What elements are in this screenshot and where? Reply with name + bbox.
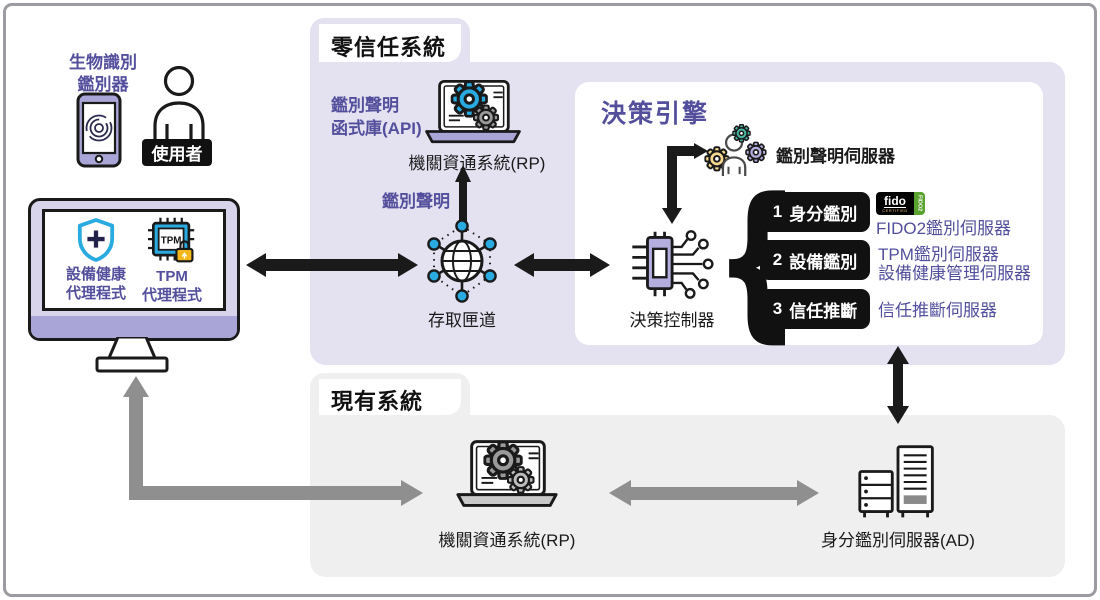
assertion-server-icon bbox=[704, 124, 767, 176]
arrow-existing-endpoint-head-up bbox=[123, 376, 149, 397]
assertion-api-label: 鑑別聲明 函式庫(API) bbox=[331, 96, 422, 138]
device-health-server-label: 設備健康管理伺服器 bbox=[878, 264, 1031, 283]
fido-logo-black: fido CERTIFIED bbox=[876, 192, 914, 215]
decision-controller-label: 決策控制器 bbox=[629, 311, 715, 330]
zero-trust-title-notch bbox=[319, 24, 461, 62]
elbow-arrow-horizontal bbox=[667, 146, 695, 156]
decision-controller-icon bbox=[632, 230, 714, 299]
tpm-server-label: TPM鑑別伺服器 bbox=[878, 245, 999, 264]
arrow-device-gateway-shaft bbox=[264, 259, 398, 271]
arrow-gateway-controller-shaft bbox=[532, 259, 590, 271]
arrow-rp-ad-shaft bbox=[629, 487, 799, 500]
monitor-screen: 設備健康 代理程式 TPM TPM 代理程式 bbox=[42, 209, 226, 311]
arrow-rp-ad-head-right bbox=[797, 480, 819, 506]
access-gateway-icon bbox=[427, 219, 497, 303]
existing-title: 現有系統 bbox=[331, 389, 424, 414]
access-gateway-label: 存取匣道 bbox=[428, 311, 496, 330]
user-label: 使用者 bbox=[142, 139, 212, 166]
phone-fingerprint-icon bbox=[76, 92, 122, 168]
ad-server-label: 身分鑑別伺服器(AD) bbox=[821, 531, 975, 550]
tpm-agent-label: TPM 代理程式 bbox=[142, 267, 203, 304]
trust-inference-server-label: 信任推斷伺服器 bbox=[878, 301, 997, 320]
existing-rp-label: 機關資通系統(RP) bbox=[438, 531, 576, 550]
svg-text:TPM: TPM bbox=[161, 235, 182, 246]
existing-rp-laptop-icon bbox=[456, 440, 558, 507]
elbow-arrow-head-down bbox=[662, 208, 682, 224]
arrow-existing-endpoint-vertical bbox=[129, 394, 143, 494]
rp-system-laptop-icon bbox=[425, 79, 521, 144]
arrow-existing-endpoint-horizontal bbox=[129, 486, 403, 500]
monitor-stand bbox=[95, 337, 169, 373]
assertion-server-label: 鑑別聲明伺服器 bbox=[776, 147, 895, 166]
tpm-chip-lock-icon: TPM bbox=[148, 217, 195, 262]
biometric-authenticator-label: 生物識別 鑑別器 bbox=[69, 53, 137, 94]
assertion-arrow-head-up bbox=[455, 165, 471, 182]
arrow-engine-ad-shaft bbox=[893, 360, 903, 408]
device-health-agent-label: 設備健康 代理程式 bbox=[65, 265, 126, 302]
arrow-device-gateway-head-left bbox=[246, 253, 266, 277]
arrow-engine-ad-head-up bbox=[887, 346, 909, 364]
elbow-arrow-vertical bbox=[667, 146, 677, 210]
tpm-agent: TPM TPM 代理程式 bbox=[142, 216, 202, 305]
zero-trust-title: 零信任系統 bbox=[331, 35, 447, 60]
arrow-gateway-controller-head-right bbox=[590, 253, 610, 277]
decision-engine-title: 決策引擎 bbox=[601, 100, 710, 128]
ad-server-icon bbox=[858, 445, 934, 518]
shield-plus-icon bbox=[77, 217, 115, 262]
rp-system-label: 機關資通系統(RP) bbox=[408, 154, 546, 173]
arrow-rp-ad-head-left bbox=[609, 480, 631, 506]
arrow-existing-endpoint-head-right bbox=[401, 480, 423, 506]
device-health-agent: 設備健康 代理程式 bbox=[65, 217, 126, 303]
arrow-device-gateway-head-right bbox=[398, 253, 418, 277]
arrow-gateway-controller-head-left bbox=[514, 253, 534, 277]
elbow-arrow-head-right bbox=[694, 143, 708, 159]
fido2-server-label: FIDO2鑑別伺服器 bbox=[876, 219, 1012, 238]
fido-certified-logo: fido CERTIFIED FIDO2 bbox=[876, 192, 925, 215]
monitor-bottom-bar bbox=[31, 316, 237, 338]
assertion-label: 鑑別聲明 bbox=[382, 192, 450, 211]
arrow-engine-ad-head-down bbox=[887, 406, 909, 424]
assertion-arrow-shaft bbox=[459, 180, 467, 232]
endpoint-monitor: 設備健康 代理程式 TPM TPM 代理程式 bbox=[28, 198, 240, 341]
existing-title-notch bbox=[319, 379, 461, 415]
